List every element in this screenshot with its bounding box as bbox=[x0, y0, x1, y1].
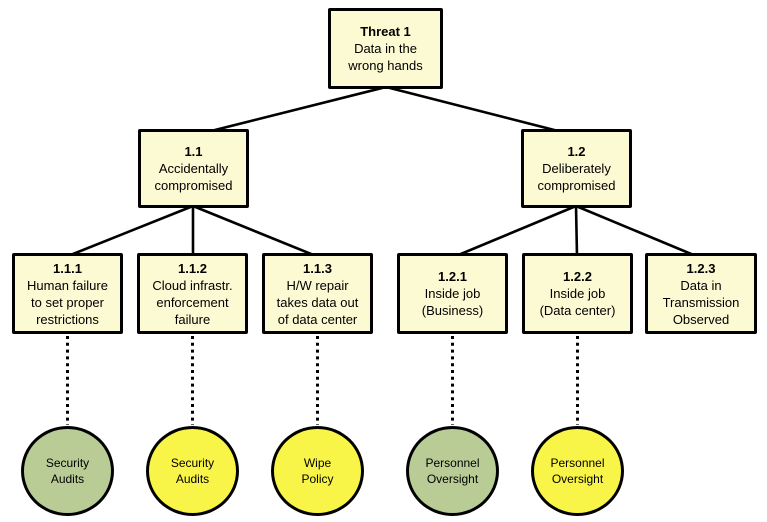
node-threat-1: Threat 1 Data in the wrong hands bbox=[328, 8, 443, 89]
edge-1-2-to-1-2-1 bbox=[455, 204, 577, 258]
node-text-line: compromised bbox=[537, 178, 616, 193]
countermeasure-security-audits-2: Security Audits bbox=[146, 426, 239, 516]
circle-text-line: Personnel bbox=[425, 456, 480, 470]
node-text-line: wrong hands bbox=[348, 58, 423, 73]
node-number: 1.1 bbox=[184, 144, 203, 159]
edge-1-2-to-1-2-2 bbox=[574, 205, 579, 257]
edge-1-1-to-1-1-3 bbox=[192, 204, 317, 258]
countermeasure-wipe-policy: Wipe Policy bbox=[271, 426, 364, 516]
node-1-1: 1.1 Accidentally compromised bbox=[138, 129, 249, 208]
node-number: 1.2.2 bbox=[563, 269, 592, 284]
node-text-line: enforcement bbox=[156, 294, 229, 310]
node-text-line: restrictions bbox=[36, 311, 99, 327]
node-text-line: of data center bbox=[277, 311, 358, 327]
node-text-line: Inside job bbox=[424, 286, 481, 301]
circle-text-line: Oversight bbox=[551, 472, 604, 486]
circle-text-line: Personnel bbox=[550, 456, 605, 470]
node-number: 1.2 bbox=[567, 144, 586, 159]
countermeasure-personnel-oversight-1: Personnel Oversight bbox=[406, 426, 499, 516]
node-1-1-2: 1.1.2 Cloud infrastr. enforcement failur… bbox=[137, 253, 248, 334]
node-text-line: failure bbox=[174, 311, 211, 327]
edge-root-to-1-2 bbox=[385, 85, 567, 135]
node-text-line: Data in bbox=[680, 277, 722, 293]
node-text-line: (Business) bbox=[421, 303, 484, 318]
node-1-2-2: 1.2.2 Inside job (Data center) bbox=[522, 253, 633, 334]
node-text-line: to set proper bbox=[31, 294, 104, 310]
circle-text-line: Audits bbox=[175, 472, 210, 486]
countermeasure-security-audits-1: Security Audits bbox=[21, 426, 114, 516]
node-number: 1.1.1 bbox=[53, 260, 82, 276]
circle-text-line: Security bbox=[170, 456, 215, 470]
node-text-line: H/W repair bbox=[286, 277, 349, 293]
node-text-line: Inside job bbox=[549, 286, 606, 301]
edge-root-to-1-1 bbox=[202, 85, 387, 135]
node-number: Threat 1 bbox=[360, 24, 411, 39]
node-text-line: Human failure bbox=[27, 277, 108, 293]
node-text-line: compromised bbox=[154, 178, 233, 193]
node-1-2: 1.2 Deliberately compromised bbox=[521, 129, 632, 208]
node-text-line: Observed bbox=[672, 311, 730, 327]
node-number: 1.2.3 bbox=[686, 260, 716, 276]
circle-text-line: Policy bbox=[301, 472, 334, 486]
circle-text-line: Audits bbox=[50, 472, 85, 486]
node-number: 1.2.1 bbox=[438, 269, 467, 284]
node-1-2-1: 1.2.1 Inside job (Business) bbox=[397, 253, 508, 334]
node-text-line: Cloud infrastr. bbox=[152, 277, 233, 293]
node-text-line: Data in the bbox=[354, 41, 417, 56]
circle-text-line: Wipe bbox=[303, 456, 332, 470]
node-text-line: takes data out bbox=[276, 294, 359, 310]
node-1-1-1: 1.1.1 Human failure to set proper restri… bbox=[12, 253, 123, 334]
countermeasure-personnel-oversight-2: Personnel Oversight bbox=[531, 426, 624, 516]
node-number: 1.1.3 bbox=[303, 260, 332, 276]
circle-text-line: Oversight bbox=[426, 472, 479, 486]
node-1-1-3: 1.1.3 H/W repair takes data out of data … bbox=[262, 253, 373, 334]
edge-1-2-to-1-2-3 bbox=[575, 204, 697, 258]
circle-text-line: Security bbox=[45, 456, 90, 470]
node-number: 1.1.2 bbox=[178, 260, 207, 276]
edge-1-1-to-1-1-1 bbox=[67, 204, 194, 258]
node-text-line: Accidentally bbox=[158, 161, 229, 176]
node-text-line: Deliberately bbox=[542, 161, 611, 176]
node-text-line: Transmission bbox=[662, 294, 740, 310]
node-1-2-3: 1.2.3 Data in Transmission Observed bbox=[645, 253, 757, 334]
node-text-line: (Data center) bbox=[539, 303, 616, 318]
